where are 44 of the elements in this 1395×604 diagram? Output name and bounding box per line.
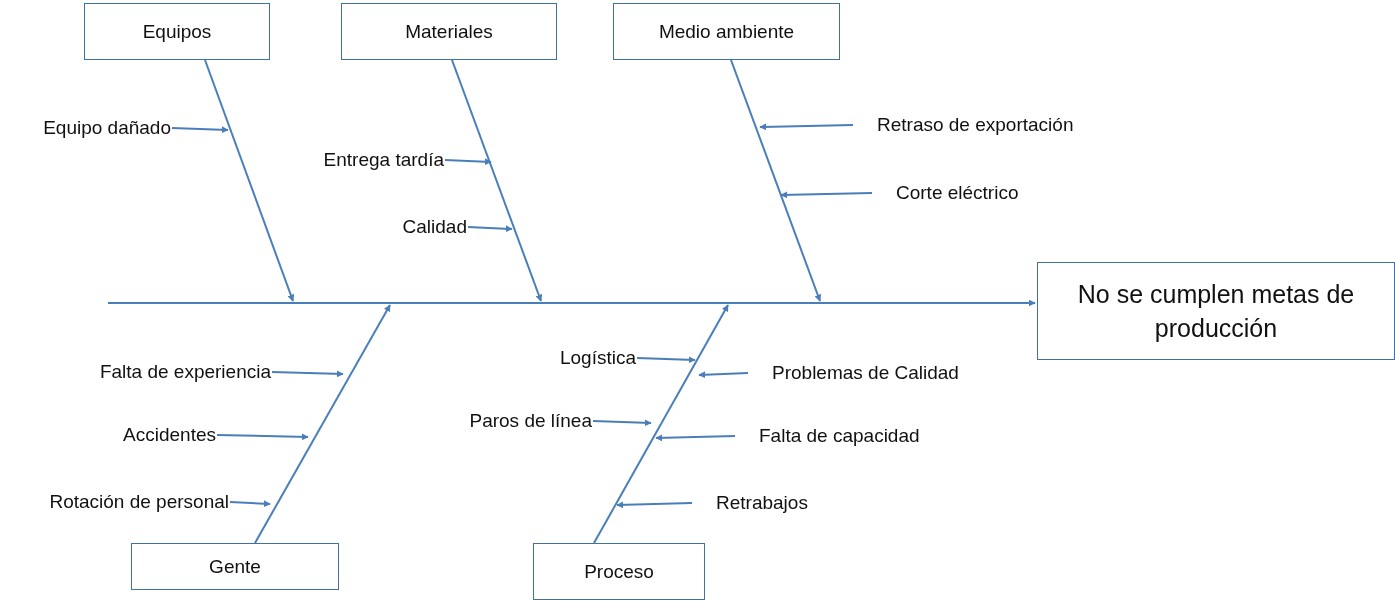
- cause-label: Falta de experiencia: [99, 361, 271, 383]
- arrow: [254, 304, 391, 544]
- category-box: [533, 543, 705, 600]
- arrow: [698, 371, 749, 379]
- arrow: [655, 434, 736, 442]
- category-label: Proceso: [584, 560, 654, 583]
- arrow: [730, 59, 822, 302]
- cause-label: Logística: [559, 347, 636, 369]
- arrow: [229, 500, 271, 508]
- category-box: [131, 543, 339, 590]
- cause-label: Retraso de exportación: [877, 114, 1074, 136]
- arrow: [107, 299, 1036, 307]
- effect-label: No se cumplen metas de producción: [1076, 279, 1356, 344]
- arrow: [592, 419, 652, 427]
- effect-box: [1037, 262, 1395, 360]
- cause-label: Problemas de Calidad: [772, 362, 959, 384]
- arrow: [780, 191, 873, 199]
- cause-label: Entrega tardía: [323, 149, 444, 171]
- arrow: [593, 304, 729, 544]
- arrow: [451, 59, 543, 302]
- arrow: [171, 126, 229, 134]
- arrow: [216, 433, 309, 441]
- category-box: [341, 3, 557, 60]
- category-label: Equipos: [142, 20, 212, 43]
- cause-label: Equipo dañado: [43, 117, 171, 139]
- cause-label: Corte eléctrico: [896, 182, 1019, 204]
- category-box: [84, 3, 270, 60]
- arrow: [616, 501, 693, 509]
- cause-label: Paros de línea: [469, 410, 592, 432]
- category-label: Gente: [209, 555, 261, 578]
- cause-label: Accidentes: [123, 424, 216, 446]
- arrow: [759, 123, 854, 131]
- arrow: [636, 356, 696, 364]
- arrow: [204, 59, 295, 302]
- category-label: Materiales: [405, 20, 493, 43]
- cause-label: Calidad: [402, 216, 467, 238]
- arrow: [467, 225, 513, 233]
- arrow: [444, 158, 492, 166]
- category-label: Medio ambiente: [658, 20, 795, 43]
- category-box: [613, 3, 840, 60]
- cause-label: Rotación de personal: [49, 491, 229, 513]
- cause-label: Retrabajos: [716, 492, 808, 514]
- arrow: [271, 370, 344, 378]
- cause-label: Falta de capacidad: [759, 425, 920, 447]
